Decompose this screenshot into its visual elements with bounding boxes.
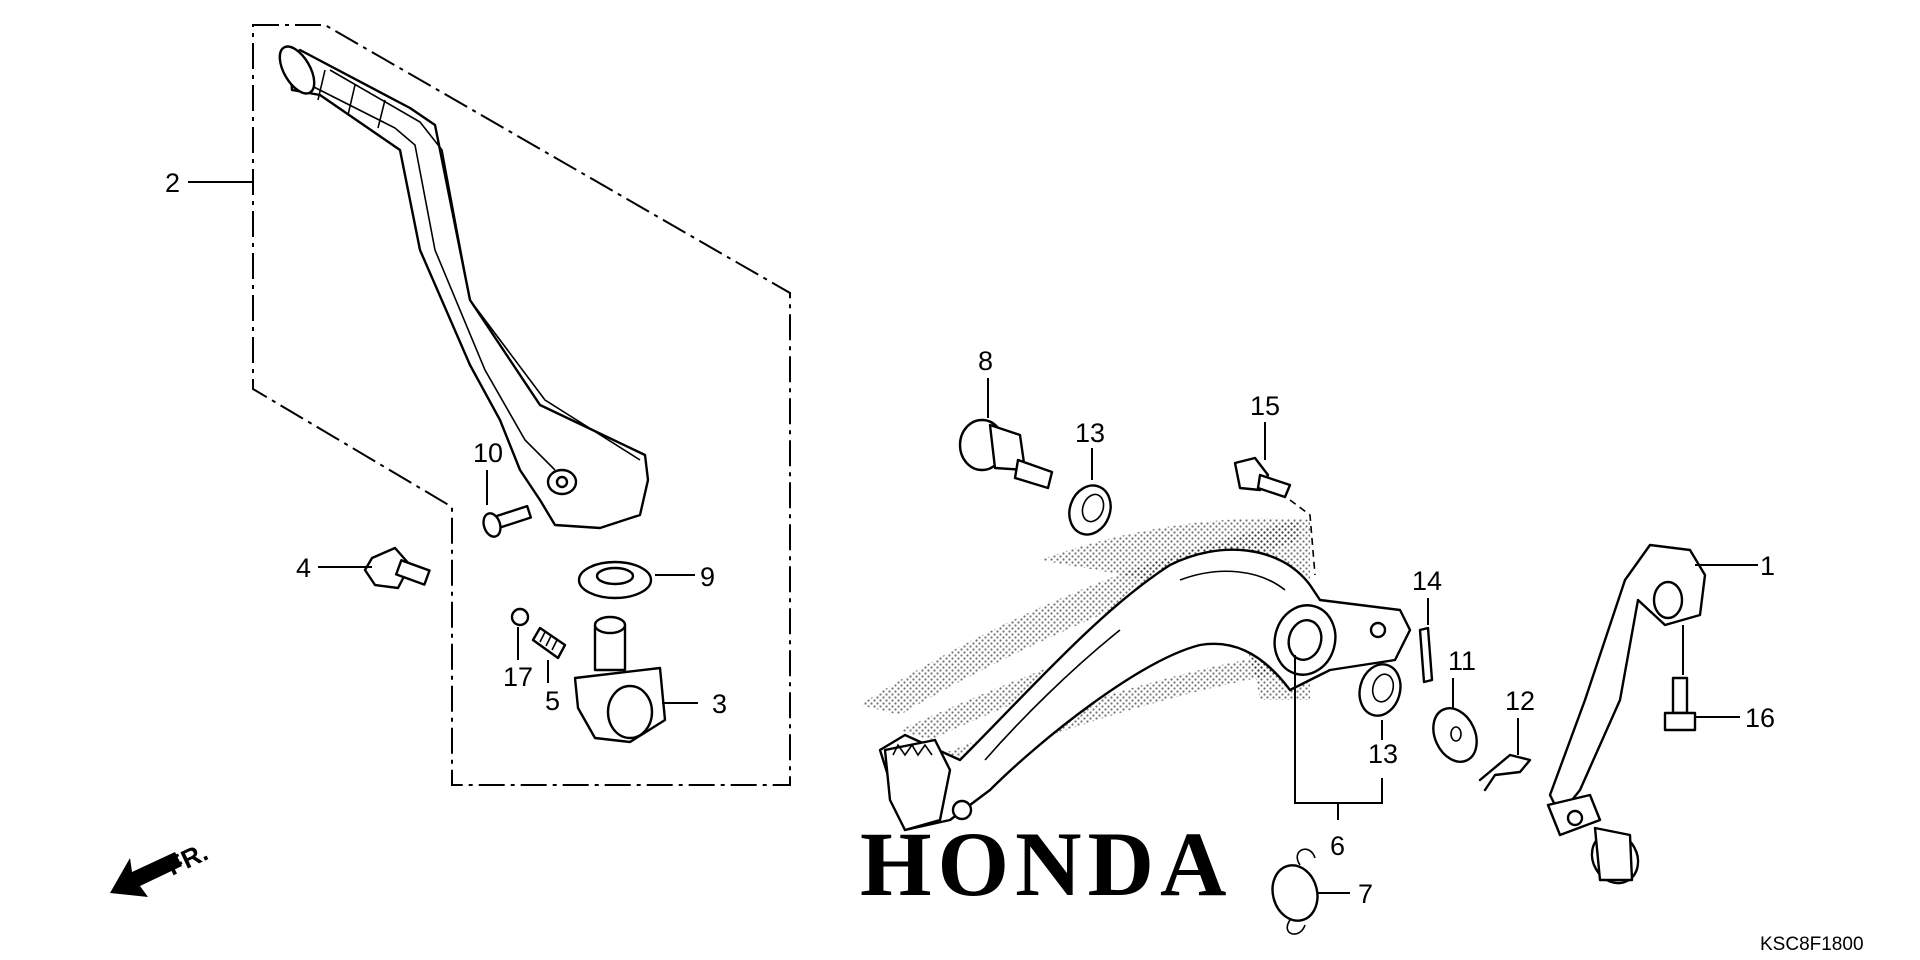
steel-ball-17: [510, 607, 530, 627]
return-spring-7: [1271, 848, 1319, 935]
kick-starter-spindle-3: [573, 615, 667, 744]
gearshift-pedal-1: [1546, 543, 1707, 885]
kick-starter-group-frame: [252, 24, 791, 786]
pivot-dashed-line: [1289, 499, 1316, 576]
callout-3: 3: [712, 689, 727, 719]
callout-12: 12: [1505, 686, 1535, 716]
front-indicator-label: FR.: [162, 837, 213, 882]
kick-starter-arm: [278, 45, 650, 530]
pivot-bolt-8: [958, 418, 1054, 490]
front-arrow-icon: [110, 852, 182, 897]
callout-4: 4: [296, 553, 311, 583]
honda-watermark-text: HONDA: [860, 813, 1232, 915]
callout-13-upper: 13: [1075, 418, 1105, 448]
leader-lines: [188, 181, 1758, 894]
callout-14: 14: [1412, 566, 1442, 596]
joint-pin-15: [1233, 456, 1292, 499]
diagram-code: KSC8F1800: [1760, 934, 1864, 955]
callout-1: 1: [1760, 551, 1775, 581]
bolt-10: [482, 504, 533, 538]
dust-seal-13-upper: [1068, 484, 1112, 536]
callout-2: 2: [165, 168, 180, 198]
callout-6: 6: [1330, 831, 1345, 861]
callout-9: 9: [700, 562, 715, 592]
pin-clip-12: [1478, 753, 1532, 792]
seal-9: [577, 560, 653, 600]
callout-16: 16: [1745, 703, 1775, 733]
dust-seal-13-lower: [1358, 663, 1402, 717]
callout-8: 8: [978, 346, 993, 376]
callout-11: 11: [1448, 646, 1476, 676]
spring-5: [531, 626, 567, 660]
callout-numbers: 2 4 10 9 17 5 3 8 13 15 14 11 12 13 6 7 …: [165, 168, 1775, 909]
brake-pedal-6: [878, 548, 1412, 832]
callout-10: 10: [473, 438, 503, 468]
callout-13-lower: 13: [1368, 739, 1398, 769]
cotter-pin-14: [1418, 626, 1434, 684]
washer-11: [1432, 707, 1478, 763]
callout-17: 17: [503, 662, 533, 692]
bolt-16: [1663, 676, 1697, 732]
flange-bolt-4: [363, 546, 431, 590]
callout-7: 7: [1358, 879, 1373, 909]
callout-5: 5: [545, 686, 560, 716]
callout-15: 15: [1250, 391, 1280, 421]
